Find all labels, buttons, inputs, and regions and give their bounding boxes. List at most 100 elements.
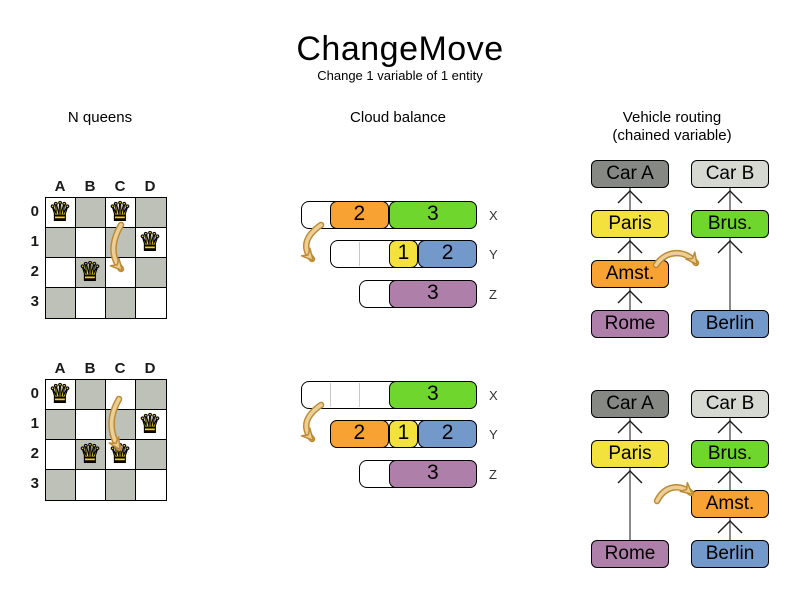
- routing-node: Car A: [591, 390, 669, 418]
- board-cell: [106, 288, 136, 318]
- routing-node: Amst.: [691, 490, 769, 518]
- chain-link-line: [729, 468, 731, 490]
- capacity-divider: [330, 383, 331, 407]
- queen-icon: ♛: [78, 256, 102, 287]
- page-subtitle: Change 1 variable of 1 entity: [317, 68, 483, 83]
- board-col-label: C: [114, 360, 126, 377]
- chain-link-line: [729, 238, 731, 310]
- board-row-label: 2: [30, 263, 39, 280]
- routing-node: Paris: [591, 210, 669, 238]
- routing-node: Car B: [691, 390, 769, 418]
- section-header-cloud-balance: Cloud balance: [350, 109, 446, 126]
- chain-link-line: [629, 288, 631, 310]
- board-cell: [106, 228, 136, 258]
- board-row-label: 1: [30, 415, 39, 432]
- routing-node: Rome: [591, 540, 669, 568]
- move-arrow-cloud-bottom: [300, 401, 325, 443]
- cloud-process-block: 3: [388, 280, 477, 308]
- board-cell: [46, 228, 76, 258]
- chevron-up-icon: [617, 240, 643, 254]
- board-col-label: B: [84, 360, 96, 377]
- cloud-computer-label: X: [489, 208, 498, 223]
- board-cell: [46, 440, 76, 470]
- queen-icon: ♛: [108, 438, 132, 469]
- chain-link-line: [629, 418, 631, 440]
- board-cell: [76, 228, 106, 258]
- board-cell: [136, 228, 166, 258]
- capacity-divider: [359, 242, 361, 266]
- board-cell: [136, 470, 166, 500]
- routing-node: Paris: [591, 440, 669, 468]
- chain-link-line: [629, 238, 631, 260]
- cloud-process-block: 2: [330, 201, 389, 229]
- routing-node: Car B: [691, 160, 769, 188]
- chess-board: [45, 197, 167, 319]
- board-cell: [136, 258, 166, 288]
- section-header-vehicle-routing: Vehicle routing: [622, 109, 722, 126]
- chevron-up-icon: [717, 190, 743, 204]
- section-header-vehicle-routing-sub: (chained variable): [612, 127, 732, 144]
- cloud-process-block: 2: [418, 420, 477, 448]
- routing-node: Car A: [591, 160, 669, 188]
- chevron-up-icon: [617, 290, 643, 304]
- board-col-label: C: [114, 178, 126, 195]
- board-cell: [46, 470, 76, 500]
- board-cell: [136, 410, 166, 440]
- board-cell: [136, 440, 166, 470]
- cloud-process-block: 3: [388, 201, 477, 229]
- board-row-label: 0: [30, 203, 39, 220]
- board-cell: [76, 440, 106, 470]
- routing-node: Berlin: [691, 310, 769, 338]
- chain-link-line: [729, 188, 731, 210]
- chevron-up-icon: [617, 470, 643, 484]
- page-title: ChangeMove: [296, 30, 504, 68]
- section-header-nqueens: N queens: [67, 109, 133, 126]
- chess-board: [45, 379, 167, 501]
- move-arrow-cloud-top: [300, 221, 325, 263]
- board-cell: [76, 410, 106, 440]
- board-cell: [46, 288, 76, 318]
- chain-link-line: [729, 518, 731, 540]
- board-cell: [46, 380, 76, 410]
- board-cell: [46, 198, 76, 228]
- cloud-computer-label: Z: [489, 467, 497, 482]
- board-cell: [106, 380, 136, 410]
- board-cell: [76, 258, 106, 288]
- cloud-process-block: 3: [388, 460, 477, 488]
- queen-icon: ♛: [138, 226, 162, 257]
- queen-icon: ♛: [78, 438, 102, 469]
- board-cell: [106, 258, 136, 288]
- board-cell: [136, 288, 166, 318]
- cloud-computer-label: Y: [489, 247, 498, 262]
- board-cell: [46, 258, 76, 288]
- board-cell: [76, 380, 106, 410]
- cloud-process-block: 2: [330, 420, 389, 448]
- capacity-divider: [359, 383, 361, 407]
- board-cell: [76, 288, 106, 318]
- chevron-up-icon: [717, 420, 743, 434]
- board-cell: [136, 380, 166, 410]
- cloud-computer-label: Y: [489, 427, 498, 442]
- board-cell: [106, 440, 136, 470]
- chevron-up-icon: [617, 420, 643, 434]
- queen-icon: ♛: [48, 196, 72, 227]
- board-row-label: 2: [30, 445, 39, 462]
- routing-node: Amst.: [591, 260, 669, 288]
- chevron-up-icon: [717, 470, 743, 484]
- board-cell: [76, 198, 106, 228]
- chevron-up-icon: [617, 190, 643, 204]
- board-col-label: D: [144, 178, 156, 195]
- board-cell: [136, 198, 166, 228]
- board-row-label: 0: [30, 385, 39, 402]
- routing-node: Brus.: [691, 210, 769, 238]
- board-col-label: B: [84, 178, 96, 195]
- chain-link-line: [629, 188, 631, 210]
- board-col-label: A: [54, 178, 66, 195]
- board-row-label: 3: [30, 475, 39, 492]
- board-cell: [76, 470, 106, 500]
- cloud-process-block: 1: [388, 420, 419, 448]
- routing-node: Berlin: [691, 540, 769, 568]
- chevron-up-icon: [717, 240, 743, 254]
- cloud-computer-label: Z: [489, 287, 497, 302]
